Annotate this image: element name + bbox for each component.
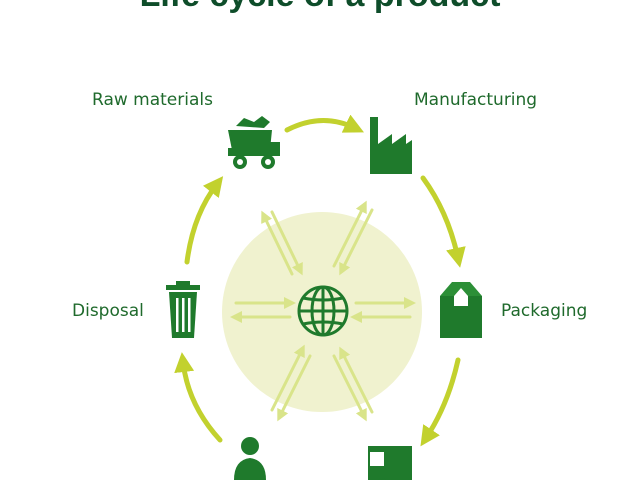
person-icon [234, 437, 266, 480]
box-icon [440, 282, 482, 338]
label-packaging: Packaging [501, 301, 588, 321]
delivery-truck-icon [368, 446, 412, 480]
arrow-packaging-to-delivery [420, 357, 461, 447]
globe-icon [297, 285, 349, 337]
arrow-disposal-to-raw [184, 176, 224, 265]
arrow-raw-to-manufacturing [284, 114, 365, 133]
dump-truck-icon [228, 116, 280, 169]
trash-can-icon [166, 281, 200, 338]
arrow-manufacturing-to-packaging [420, 175, 466, 268]
cycle-arrows [174, 114, 466, 447]
label-raw-materials: Raw materials [92, 90, 213, 110]
diagram-title: Life cycle of a product [0, 0, 640, 15]
factory-icon [370, 117, 412, 174]
inner-arrows [230, 200, 416, 422]
label-disposal: Disposal [72, 301, 144, 321]
label-manufacturing: Manufacturing [414, 90, 538, 110]
arrow-person-to-disposal [174, 352, 223, 443]
